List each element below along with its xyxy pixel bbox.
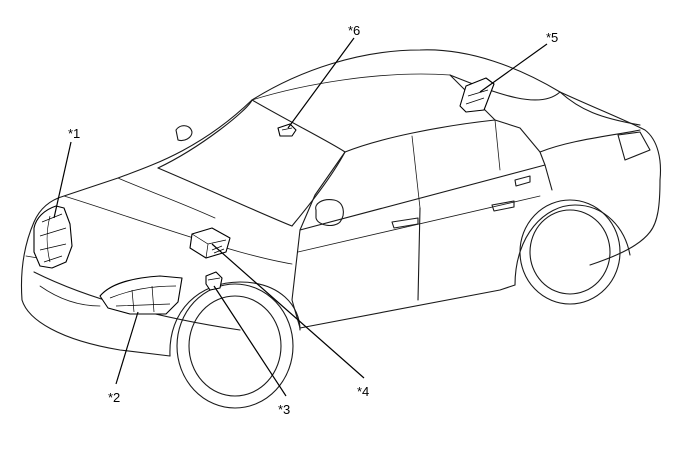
callout-2: *2 — [108, 390, 120, 405]
leader-1 — [53, 141, 72, 219]
leader-lines — [53, 37, 548, 397]
callout-1: *1 — [68, 126, 80, 141]
part-4-ecu — [189, 227, 231, 259]
callout-6: *6 — [348, 23, 360, 38]
part-3-sensor — [205, 271, 223, 291]
callout-3: *3 — [278, 402, 290, 417]
leader-3 — [213, 285, 287, 397]
part-1-headlamp-left — [33, 205, 73, 269]
leader-4 — [211, 243, 365, 379]
leader-6 — [287, 37, 355, 129]
car-body — [21, 49, 662, 409]
leader-2 — [115, 311, 139, 385]
callout-labels: *1 *2 *3 *4 *5 *6 — [68, 23, 558, 417]
part-6-overhead-sensor — [277, 123, 297, 137]
part-5-rear-module — [459, 77, 495, 113]
leader-5 — [479, 43, 548, 93]
callout-4: *4 — [357, 384, 369, 399]
part-2-headlamp-right — [99, 275, 183, 315]
callout-5: *5 — [546, 30, 558, 45]
